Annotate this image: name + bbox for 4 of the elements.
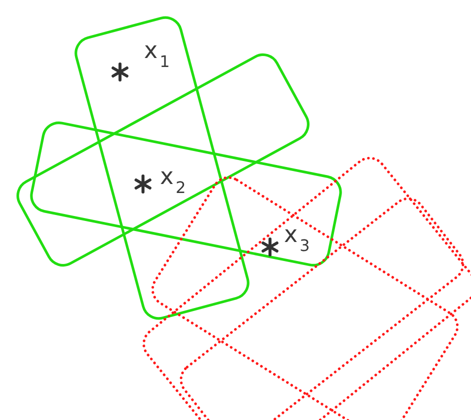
- point-label: x$_{3}$: [284, 224, 310, 254]
- solid-rounded-box: [27, 118, 345, 270]
- point-label: x$_{1}$: [144, 40, 170, 70]
- point-label: x$_{2}$: [160, 166, 186, 196]
